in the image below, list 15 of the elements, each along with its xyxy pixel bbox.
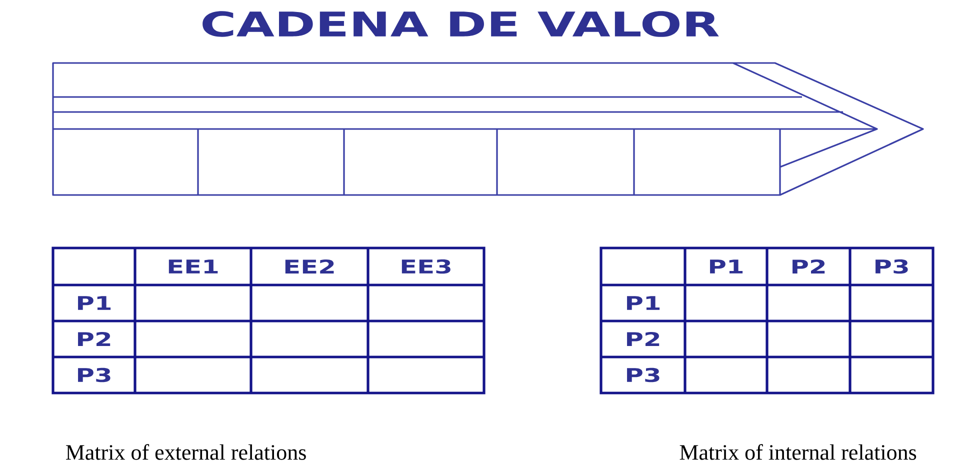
row-header: P3	[627, 368, 660, 382]
column-header: P2	[792, 259, 825, 274]
row-header: P1	[627, 296, 660, 310]
column-header: P1	[710, 260, 743, 274]
column-header: P3	[876, 259, 908, 274]
row-header: P2	[78, 332, 110, 346]
title: CADENA DE VALOR	[202, 11, 719, 37]
row-header: P1	[78, 296, 111, 310]
caption: Matrix of internal relations	[680, 444, 916, 460]
row-header: P2	[627, 332, 660, 346]
column-header: EE1	[168, 260, 218, 274]
column-header: EE3	[402, 259, 450, 274]
column-header: EE2	[285, 259, 334, 274]
caption: Matrix of external relations	[66, 444, 306, 460]
row-header: P3	[78, 368, 110, 382]
